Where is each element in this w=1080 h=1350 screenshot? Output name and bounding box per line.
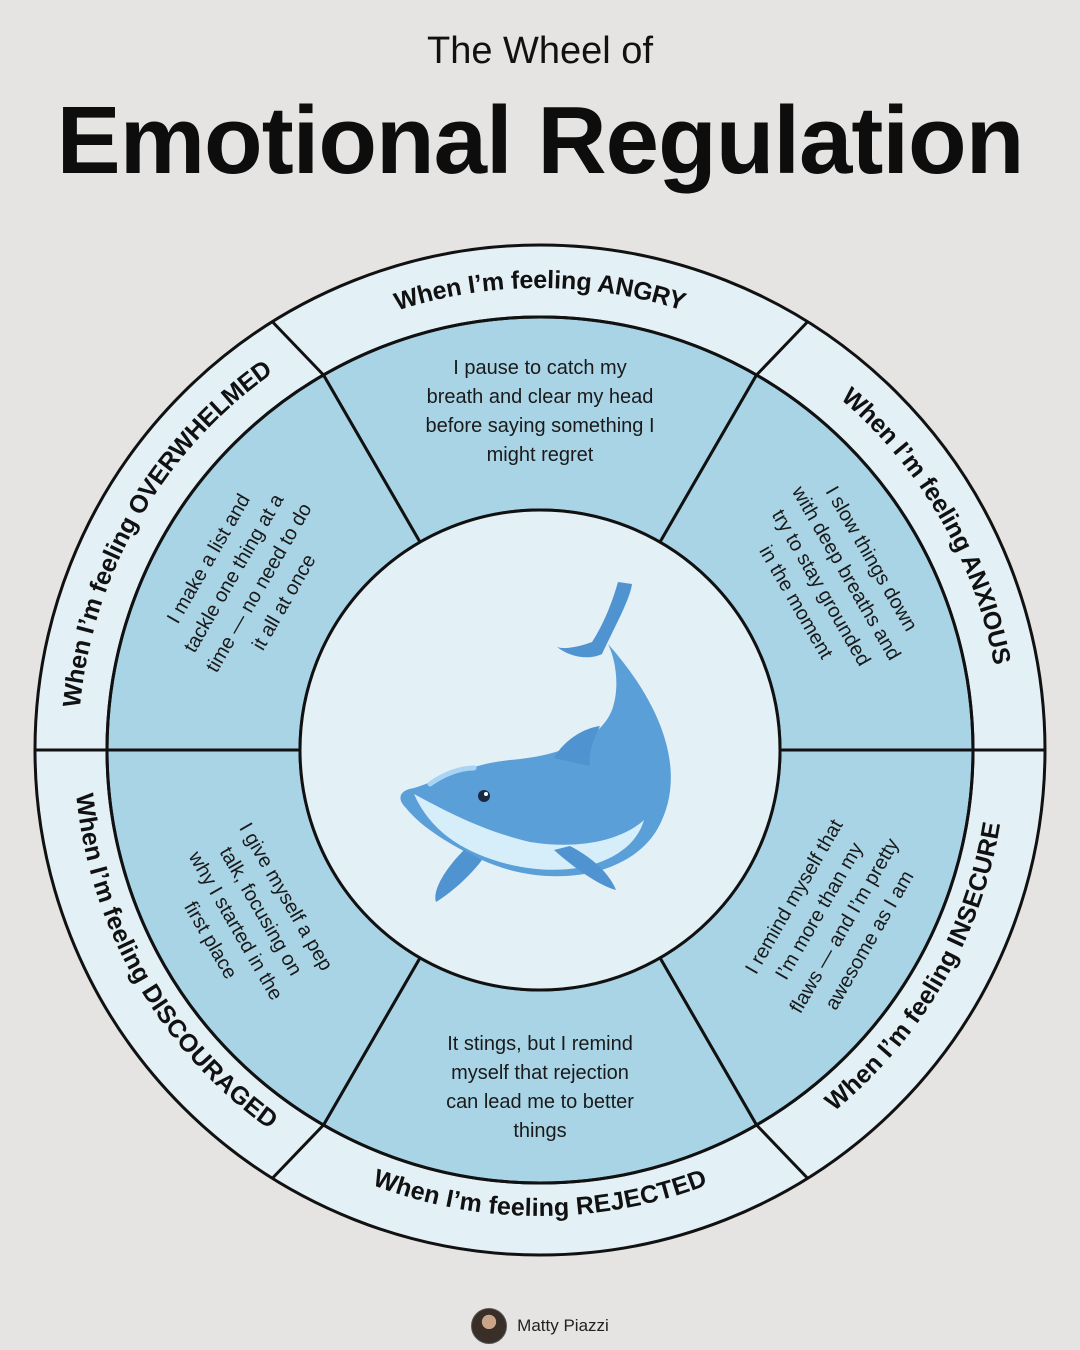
wheel-shapes bbox=[33, 243, 1047, 1257]
dolphin-illustration bbox=[400, 582, 671, 902]
segment-line: can lead me to better bbox=[446, 1091, 634, 1113]
segment-line: breath and clear my head bbox=[427, 386, 654, 408]
segment-text-angry: I pause to catch my breath and clear my h… bbox=[425, 357, 654, 466]
page-title: Emotional Regulation bbox=[56, 87, 1025, 194]
dolphin-body bbox=[400, 644, 671, 877]
dolphin-dorsal-fin bbox=[554, 726, 600, 766]
center-circle bbox=[298, 508, 782, 992]
dolphin-eye-highlight bbox=[484, 792, 488, 796]
dolphin-tail bbox=[556, 582, 632, 658]
ring-divider bbox=[271, 320, 325, 377]
footer: Matty Piazzi bbox=[0, 1308, 1080, 1344]
dolphin-highlight bbox=[427, 765, 477, 787]
segment-text-rejected: It stings, but I remind myself that rejec… bbox=[446, 1033, 634, 1142]
ring-divider bbox=[271, 1123, 325, 1180]
segment-line: things bbox=[513, 1120, 566, 1142]
author-name: Matty Piazzi bbox=[517, 1316, 609, 1335]
ring-divider bbox=[755, 320, 809, 377]
subtitle: The Wheel of bbox=[427, 30, 653, 72]
segment-line: before saying something I bbox=[425, 415, 654, 437]
dolphin-front-flipper bbox=[435, 850, 482, 902]
segment-line: I pause to catch my bbox=[453, 357, 626, 379]
dolphin-back-flipper bbox=[554, 846, 616, 890]
segment-line: myself that rejection bbox=[451, 1062, 629, 1084]
segment-line: It stings, but I remind bbox=[447, 1033, 633, 1055]
avatar bbox=[471, 1308, 508, 1344]
segment-line: might regret bbox=[487, 444, 594, 466]
dolphin-eye bbox=[478, 790, 490, 802]
dolphin-belly bbox=[414, 794, 644, 870]
ring-divider bbox=[755, 1123, 809, 1180]
